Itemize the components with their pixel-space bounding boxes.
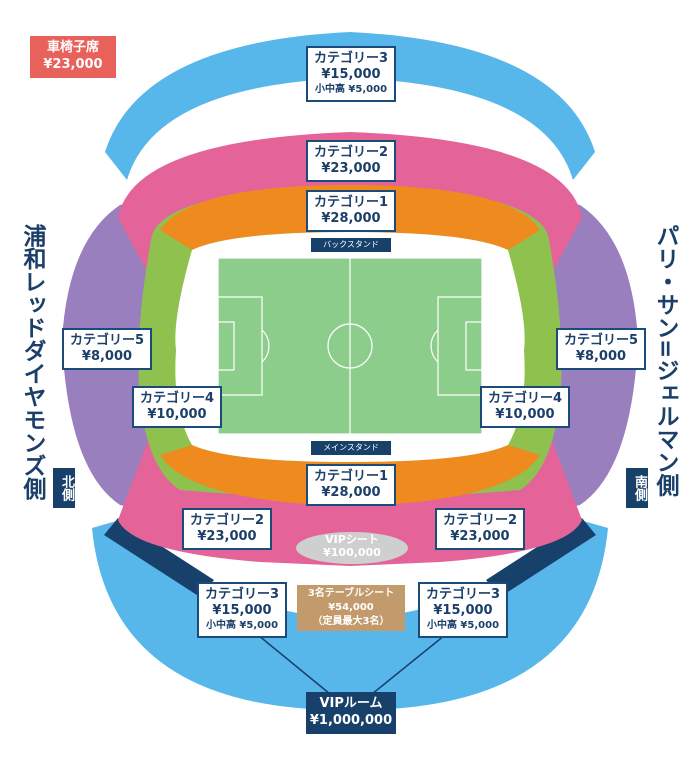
section-note: 小中高 ¥5,000 (314, 84, 388, 95)
cat3-bottom-area[interactable] (92, 520, 608, 711)
section-name: カテゴリー4 (140, 391, 215, 406)
table-seat-note: （定員最大3名） (312, 616, 390, 627)
section-price: ¥23,000 (321, 161, 381, 176)
cat1-top-label[interactable]: カテゴリー1 ¥28,000 (306, 190, 396, 232)
section-name: カテゴリー5 (564, 333, 639, 348)
wheelchair-label: 車椅子席 (46, 40, 99, 55)
section-name: カテゴリー4 (488, 391, 563, 406)
section-name: カテゴリー2 (443, 513, 518, 528)
table-seat-box[interactable]: 3名テーブルシート ¥54,000 （定員最大3名） (297, 585, 405, 631)
pitch-markings (217, 257, 483, 435)
south-dark-bar (486, 518, 596, 597)
cat3-top-label[interactable]: カテゴリー3 ¥15,000 小中高 ¥5,000 (306, 46, 396, 102)
cat2-top-label[interactable]: カテゴリー2 ¥23,000 (306, 140, 396, 182)
right-team-side-label: パリ・サン=ジェルマン側 (652, 224, 678, 497)
section-price: ¥15,000 (212, 603, 272, 618)
section-price: ¥15,000 (321, 67, 381, 82)
vip-seat-label[interactable]: VIPシート ¥100,000 (296, 533, 408, 563)
section-note: 小中高 ¥5,000 (426, 620, 500, 631)
section-name: カテゴリー1 (314, 469, 389, 484)
vip-seat-area[interactable] (296, 532, 408, 564)
table-seat-name: 3名テーブルシート (307, 588, 395, 599)
section-price: ¥10,000 (495, 407, 555, 422)
vip-room-connector-right (371, 634, 446, 695)
south-side-badge: 南側 (626, 468, 648, 508)
main-stand-label: メインスタンド (311, 441, 391, 455)
section-name: カテゴリー2 (314, 145, 389, 160)
section-name: カテゴリー3 (314, 51, 389, 66)
north-dark-bar (104, 518, 214, 597)
cat4-left-label[interactable]: カテゴリー4 ¥10,000 (132, 386, 222, 428)
vip-room-name: VIPルーム (319, 696, 383, 711)
cat3-top-area[interactable] (105, 32, 595, 180)
table-seat-price: ¥54,000 (328, 602, 374, 613)
cat5-left-label[interactable]: カテゴリー5 ¥8,000 (62, 328, 152, 370)
left-team-side-label: 浦和レッドダイヤモンズ側 (19, 224, 45, 500)
vip-seat-price: ¥100,000 (323, 546, 381, 559)
cat2-bottom-left-label[interactable]: カテゴリー2 ¥23,000 (182, 508, 272, 550)
cat5-right-label[interactable]: カテゴリー5 ¥8,000 (556, 328, 646, 370)
section-price: ¥28,000 (321, 485, 381, 500)
section-name: カテゴリー3 (205, 587, 280, 602)
section-price: ¥15,000 (433, 603, 493, 618)
back-stand-label: バックスタンド (311, 238, 391, 252)
section-name: カテゴリー3 (426, 587, 501, 602)
cat4-right-label[interactable]: カテゴリー4 ¥10,000 (480, 386, 570, 428)
section-price: ¥8,000 (575, 349, 627, 364)
section-price: ¥23,000 (197, 529, 257, 544)
section-name: カテゴリー2 (190, 513, 265, 528)
section-note: 小中高 ¥5,000 (205, 620, 279, 631)
section-price: ¥10,000 (147, 407, 207, 422)
wheelchair-price: ¥23,000 (43, 57, 103, 72)
vip-room-connector-left (257, 634, 331, 695)
vip-seat-name: VIPシート (325, 533, 379, 546)
section-name: カテゴリー5 (70, 333, 145, 348)
section-price: ¥23,000 (450, 529, 510, 544)
cat3-bottom-right-label[interactable]: カテゴリー3 ¥15,000 小中高 ¥5,000 (418, 582, 508, 638)
section-name: カテゴリー1 (314, 195, 389, 210)
cat1-bottom-label[interactable]: カテゴリー1 ¥28,000 (306, 464, 396, 506)
section-price: ¥8,000 (81, 349, 133, 364)
cat2-bottom-right-label[interactable]: カテゴリー2 ¥23,000 (435, 508, 525, 550)
cat3-bottom-left-label[interactable]: カテゴリー3 ¥15,000 小中高 ¥5,000 (197, 582, 287, 638)
section-price: ¥28,000 (321, 211, 381, 226)
vip-room-price: ¥1,000,000 (309, 713, 393, 728)
vip-room-box[interactable]: VIPルーム ¥1,000,000 (306, 692, 396, 734)
wheelchair-seat-badge[interactable]: 車椅子席 ¥23,000 (30, 36, 116, 78)
north-side-badge: 北側 (53, 468, 75, 508)
